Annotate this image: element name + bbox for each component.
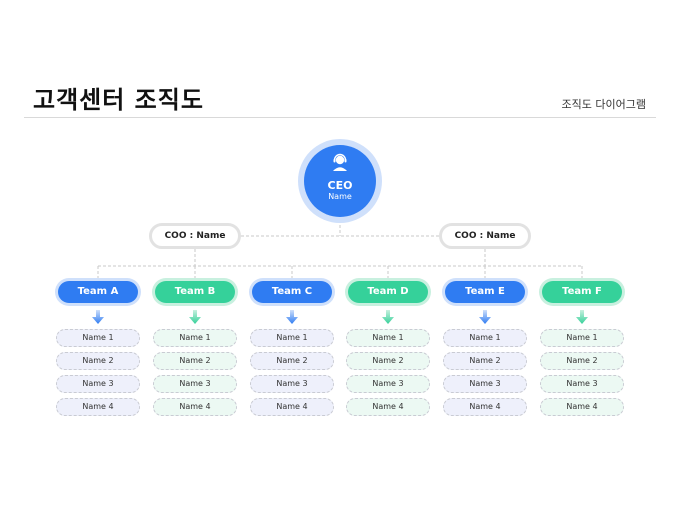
team-a-node[interactable]: Team A <box>55 278 141 306</box>
arrow-down-icon <box>189 310 201 324</box>
team-f-member: Name 3 <box>540 375 624 393</box>
team-d-node[interactable]: Team D <box>345 278 431 306</box>
team-d-member: Name 4 <box>346 398 430 416</box>
team-f-member: Name 1 <box>540 329 624 347</box>
team-c-node[interactable]: Team C <box>249 278 335 306</box>
team-e-node[interactable]: Team E <box>442 278 528 306</box>
ceo-role: CEO <box>327 179 353 192</box>
team-a-member: Name 2 <box>56 352 140 370</box>
arrow-down-icon <box>479 310 491 324</box>
team-e-label: Team E <box>445 281 525 303</box>
team-a-member: Name 4 <box>56 398 140 416</box>
team-c-member: Name 3 <box>250 375 334 393</box>
team-e-member: Name 1 <box>443 329 527 347</box>
team-d-member: Name 2 <box>346 352 430 370</box>
team-f-label: Team F <box>542 281 622 303</box>
page-subtitle: 조직도 다이어그램 <box>561 98 646 111</box>
team-c-member: Name 2 <box>250 352 334 370</box>
team-b-member: Name 1 <box>153 329 237 347</box>
team-d-label: Team D <box>348 281 428 303</box>
arrow-down-icon <box>286 310 298 324</box>
team-e-member: Name 2 <box>443 352 527 370</box>
team-b-member: Name 2 <box>153 352 237 370</box>
team-c-label: Team C <box>252 281 332 303</box>
team-d-member: Name 1 <box>346 329 430 347</box>
arrow-down-icon <box>92 310 104 324</box>
arrow-down-icon <box>576 310 588 324</box>
team-b-member: Name 4 <box>153 398 237 416</box>
team-a-member: Name 1 <box>56 329 140 347</box>
team-b-node[interactable]: Team B <box>152 278 238 306</box>
team-c-member: Name 1 <box>250 329 334 347</box>
team-a-label: Team A <box>58 281 138 303</box>
coo-node-right[interactable]: COO : Name <box>439 223 531 249</box>
team-f-member: Name 4 <box>540 398 624 416</box>
team-d-member: Name 3 <box>346 375 430 393</box>
ceo-node[interactable]: CEO Name <box>304 145 376 217</box>
page-title: 고객센터 조직도 <box>33 86 204 114</box>
team-b-label: Team B <box>155 281 235 303</box>
header-divider <box>24 117 656 118</box>
team-b-member: Name 3 <box>153 375 237 393</box>
team-e-member: Name 3 <box>443 375 527 393</box>
coo-node-left[interactable]: COO : Name <box>149 223 241 249</box>
team-f-node[interactable]: Team F <box>539 278 625 306</box>
team-e-member: Name 4 <box>443 398 527 416</box>
arrow-down-icon <box>382 310 394 324</box>
team-f-member: Name 2 <box>540 352 624 370</box>
headset-agent-icon <box>333 153 347 171</box>
team-c-member: Name 4 <box>250 398 334 416</box>
team-a-member: Name 3 <box>56 375 140 393</box>
ceo-name: Name <box>328 192 352 201</box>
